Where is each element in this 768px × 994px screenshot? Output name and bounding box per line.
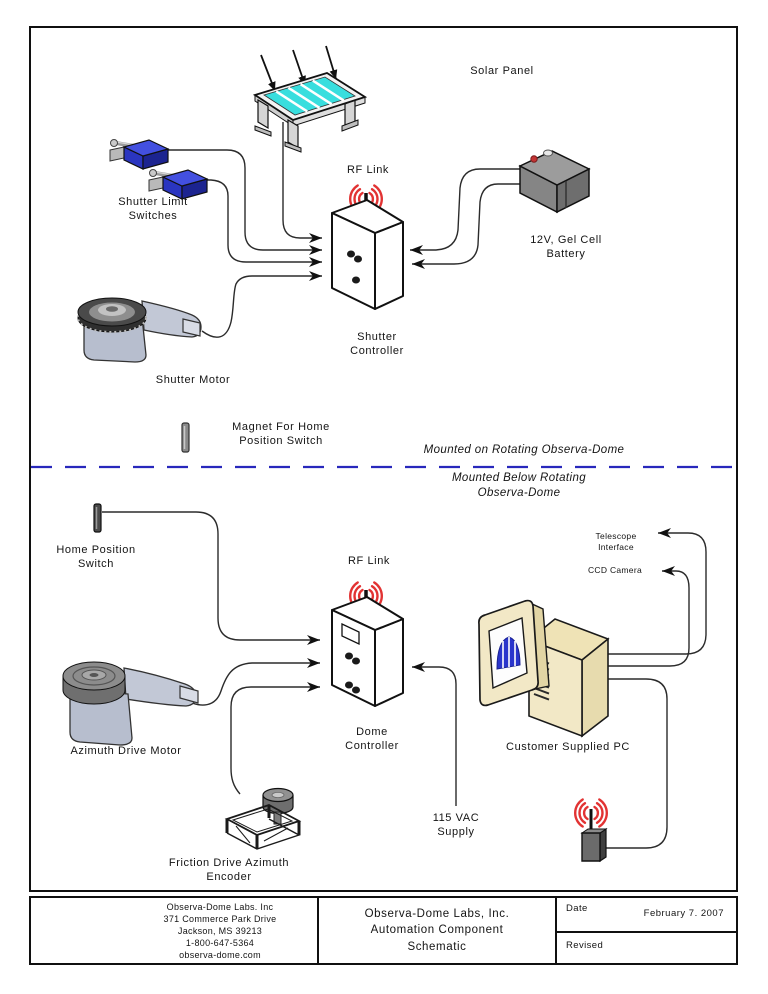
wire-pc-rf-modem: [604, 678, 668, 849]
revised-label: Revised: [566, 940, 604, 951]
label-solar-panel: Solar Panel: [470, 65, 534, 77]
azimuth-drive-motor-drawing: [62, 661, 199, 746]
wire-home-switch: [102, 511, 320, 645]
dome-controller-drawing: [331, 581, 404, 707]
label-customer-pc: Customer Supplied PC: [506, 741, 630, 753]
company-info: Observa-Dome Labs. Inc 371 Commerce Park…: [163, 902, 277, 960]
battery-drawing: [518, 149, 591, 214]
label-magnet: Magnet For Home Position Switch: [232, 421, 330, 448]
shutter-controller-drawing: [331, 184, 404, 310]
wire-vac-supply: [412, 662, 457, 806]
label-azimuth-drive-motor: Azimuth Drive Motor: [70, 745, 182, 757]
label-shutter-limit-switches: Shutter Limit Switches: [118, 196, 188, 223]
wire-solar-to-shutter-controller: [282, 122, 322, 243]
home-position-switch-drawing: [93, 503, 102, 533]
wire-limit-switch1: [167, 149, 322, 255]
label-ccd-camera: CCD Camera: [587, 565, 642, 575]
shutter-limit-switch-1: [108, 137, 170, 171]
friction-encoder-drawing: [224, 787, 302, 850]
label-dome-controller: Dome Controller: [345, 726, 399, 753]
wiring: [102, 122, 707, 849]
customer-pc-drawing: [478, 599, 610, 738]
label-vac-supply: 115 VAC Supply: [432, 812, 480, 839]
wire-battery-2: [412, 183, 521, 269]
title-block-date-cell: Date February 7. 2007 Revised: [557, 898, 736, 963]
magnet-drawing: [181, 422, 190, 453]
wire-pc-ccd: [607, 566, 690, 667]
drawing-title: Observa-Dome Labs, Inc. Automation Compo…: [319, 898, 557, 963]
label-friction-encoder: Friction Drive Azimuth Encoder: [168, 857, 290, 884]
label-home-position-switch: Home Position Switch: [56, 544, 136, 571]
wire-shutter-motor: [201, 271, 322, 338]
note-mounted-below: Mounted Below Rotating Observa-Dome: [451, 472, 587, 499]
solar-panel-drawing: [252, 45, 368, 153]
display-window: [341, 622, 360, 646]
wire-azimuth-motor: [181, 658, 320, 706]
wire-encoder: [230, 682, 320, 795]
label-shutter-motor: Shutter Motor: [155, 374, 231, 386]
wire-limit-switch2: [206, 179, 322, 267]
title-block-company-cell: Observa-Dome Labs. Inc 371 Commerce Park…: [31, 898, 319, 963]
wire-pc-telescope: [607, 528, 707, 655]
date-label: Date: [566, 903, 588, 914]
label-rf-link-bottom: RF Link: [347, 555, 391, 567]
wire-battery-1: [410, 168, 521, 255]
shutter-motor-drawing: [77, 297, 202, 363]
date-row: [557, 898, 736, 933]
sun-ray-arrows: [260, 45, 338, 92]
title-block: Observa-Dome Labs. Inc 371 Commerce Park…: [29, 896, 738, 965]
note-mounted-on: Mounted on Rotating Observa-Dome: [423, 444, 625, 456]
dome-logo-on-screen: [496, 636, 521, 670]
rf-modem-drawing: [574, 798, 608, 863]
label-telescope-interface: Telescope Interface: [595, 531, 637, 553]
label-rf-link-top: RF Link: [346, 164, 390, 176]
label-shutter-controller: Shutter Controller: [350, 331, 404, 358]
page-border: [29, 26, 738, 892]
label-battery: 12V, Gel Cell Battery: [530, 234, 602, 261]
date-value: February 7. 2007: [643, 908, 724, 919]
